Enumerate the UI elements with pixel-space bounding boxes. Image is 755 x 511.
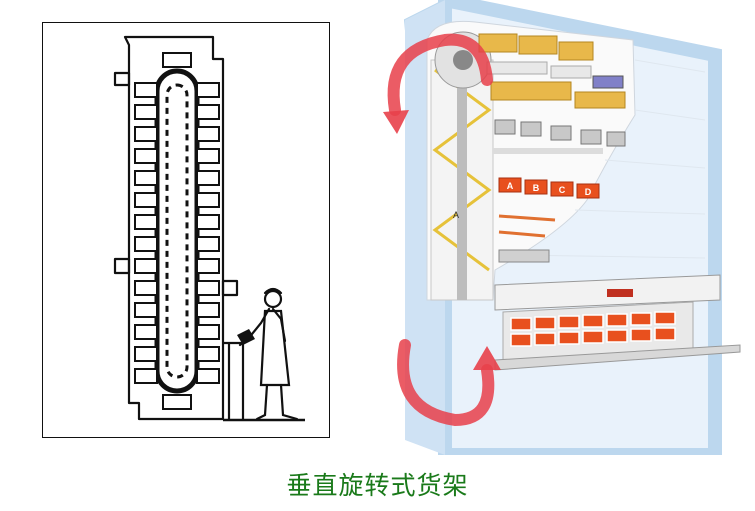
arrow-head-top xyxy=(383,110,409,134)
workstation xyxy=(494,274,741,371)
shelf-boxes: A B C D A xyxy=(453,33,626,263)
bin-letter-c: C xyxy=(559,185,566,195)
line-drawing-svg xyxy=(113,35,305,422)
counter xyxy=(223,341,245,419)
handled-item xyxy=(237,329,255,345)
side-letter: A xyxy=(453,210,459,220)
bin-b xyxy=(524,179,548,195)
bin-d xyxy=(576,183,600,199)
operator-figure xyxy=(238,287,299,421)
figure-caption: 垂直旋转式货架 xyxy=(286,471,469,500)
bin-a xyxy=(498,177,522,193)
chain-loop xyxy=(154,68,200,394)
bin-letter-b: B xyxy=(533,183,540,193)
right-bins xyxy=(196,82,220,384)
carousel-line-drawing xyxy=(42,22,330,438)
cabinet-outline xyxy=(123,35,225,421)
cutaway-svg: A B C D A xyxy=(383,0,741,462)
bin-c xyxy=(550,181,574,197)
mast xyxy=(430,59,494,301)
bin-letter-a: A xyxy=(507,181,514,191)
arrow-head-bottom xyxy=(473,346,501,370)
carousel-cutaway-illustration: A B C D A xyxy=(375,0,745,462)
left-bins xyxy=(134,82,158,384)
workstation-bins xyxy=(510,311,676,347)
rotation-arrows xyxy=(387,33,495,427)
bin-letter-d: D xyxy=(585,187,592,197)
